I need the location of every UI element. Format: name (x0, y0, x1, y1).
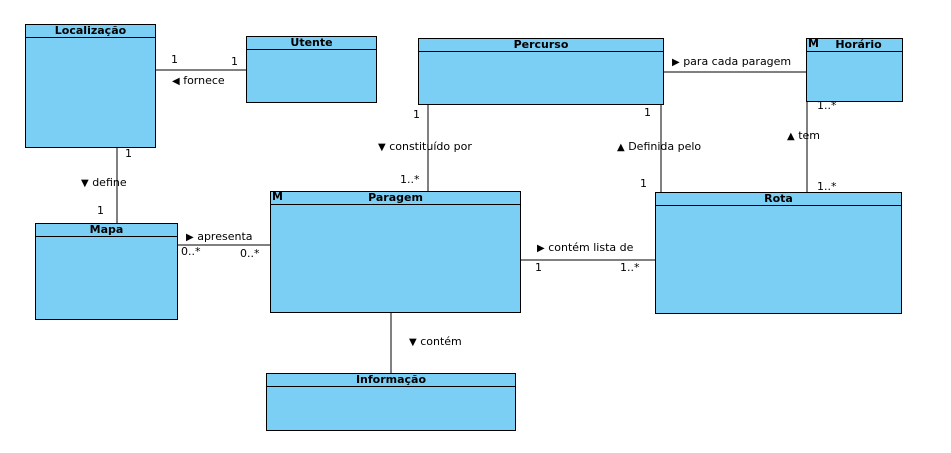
mult-fornece-a: 1 (171, 53, 178, 66)
mult-definida-b: 1 (640, 177, 647, 190)
arrow-up-icon: ▲ (617, 142, 625, 153)
mult-fornece-b: 1 (231, 55, 238, 68)
arrow-right-icon: ▶ (186, 232, 194, 243)
assoc-tem: ▲ tem (787, 129, 820, 143)
mult-contem-lista-b: 1..* (620, 261, 640, 274)
class-paragem[interactable]: M Paragem (270, 191, 521, 313)
mult-definida-a: 1 (644, 106, 651, 119)
mult-define-b: 1 (97, 204, 104, 217)
class-paragem-badge: M (272, 192, 283, 203)
class-paragem-name: Paragem (368, 192, 423, 204)
mult-constituido-a: 1 (413, 108, 420, 121)
arrow-right-icon: ▶ (537, 243, 545, 254)
arrow-left-icon: ◀ (172, 76, 180, 87)
mult-contem-lista-a: 1 (535, 261, 542, 274)
class-percurso-name: Percurso (419, 39, 663, 52)
assoc-contem: ▼ contém (409, 335, 462, 349)
class-mapa-name: Mapa (36, 224, 177, 237)
class-localizacao[interactable]: Localização (25, 24, 156, 148)
class-mapa[interactable]: Mapa (35, 223, 178, 320)
mult-apresenta-a: 0..* (181, 245, 201, 258)
arrow-down-icon: ▼ (409, 337, 417, 348)
assoc-apresenta: ▶ apresenta (186, 230, 253, 244)
assoc-definida: ▲ Definida pelo (617, 140, 702, 154)
class-horario[interactable]: M Horário (806, 38, 903, 102)
mult-constituido-b: 1..* (400, 173, 420, 186)
assoc-para-cada: ▶ para cada paragem (672, 55, 792, 69)
class-informacao-name: Informação (267, 374, 515, 387)
class-informacao[interactable]: Informação (266, 373, 516, 431)
assoc-define: ▼ define (81, 176, 127, 190)
class-rota-name: Rota (656, 193, 901, 206)
arrow-up-icon: ▲ (787, 131, 795, 142)
mult-tem-b: 1..* (817, 180, 837, 193)
assoc-contem-lista: ▶ contém lista de (537, 241, 634, 255)
class-percurso[interactable]: Percurso (418, 38, 664, 105)
mult-tem-a: 1..* (817, 99, 837, 112)
class-utente[interactable]: Utente (246, 36, 377, 103)
class-horario-badge: M (808, 39, 819, 50)
mult-apresenta-b: 0..* (240, 247, 260, 260)
arrow-down-icon: ▼ (81, 178, 89, 189)
arrow-right-icon: ▶ (672, 57, 680, 68)
class-horario-name: Horário (835, 39, 882, 51)
assoc-fornece: ◀ fornece (172, 74, 225, 88)
class-rota[interactable]: Rota (655, 192, 902, 314)
arrow-down-icon: ▼ (378, 142, 386, 153)
class-localizacao-name: Localização (26, 25, 155, 38)
assoc-constituido: ▼ constituído por (378, 140, 472, 154)
class-utente-name: Utente (247, 37, 376, 50)
mult-define-a: 1 (125, 147, 132, 160)
